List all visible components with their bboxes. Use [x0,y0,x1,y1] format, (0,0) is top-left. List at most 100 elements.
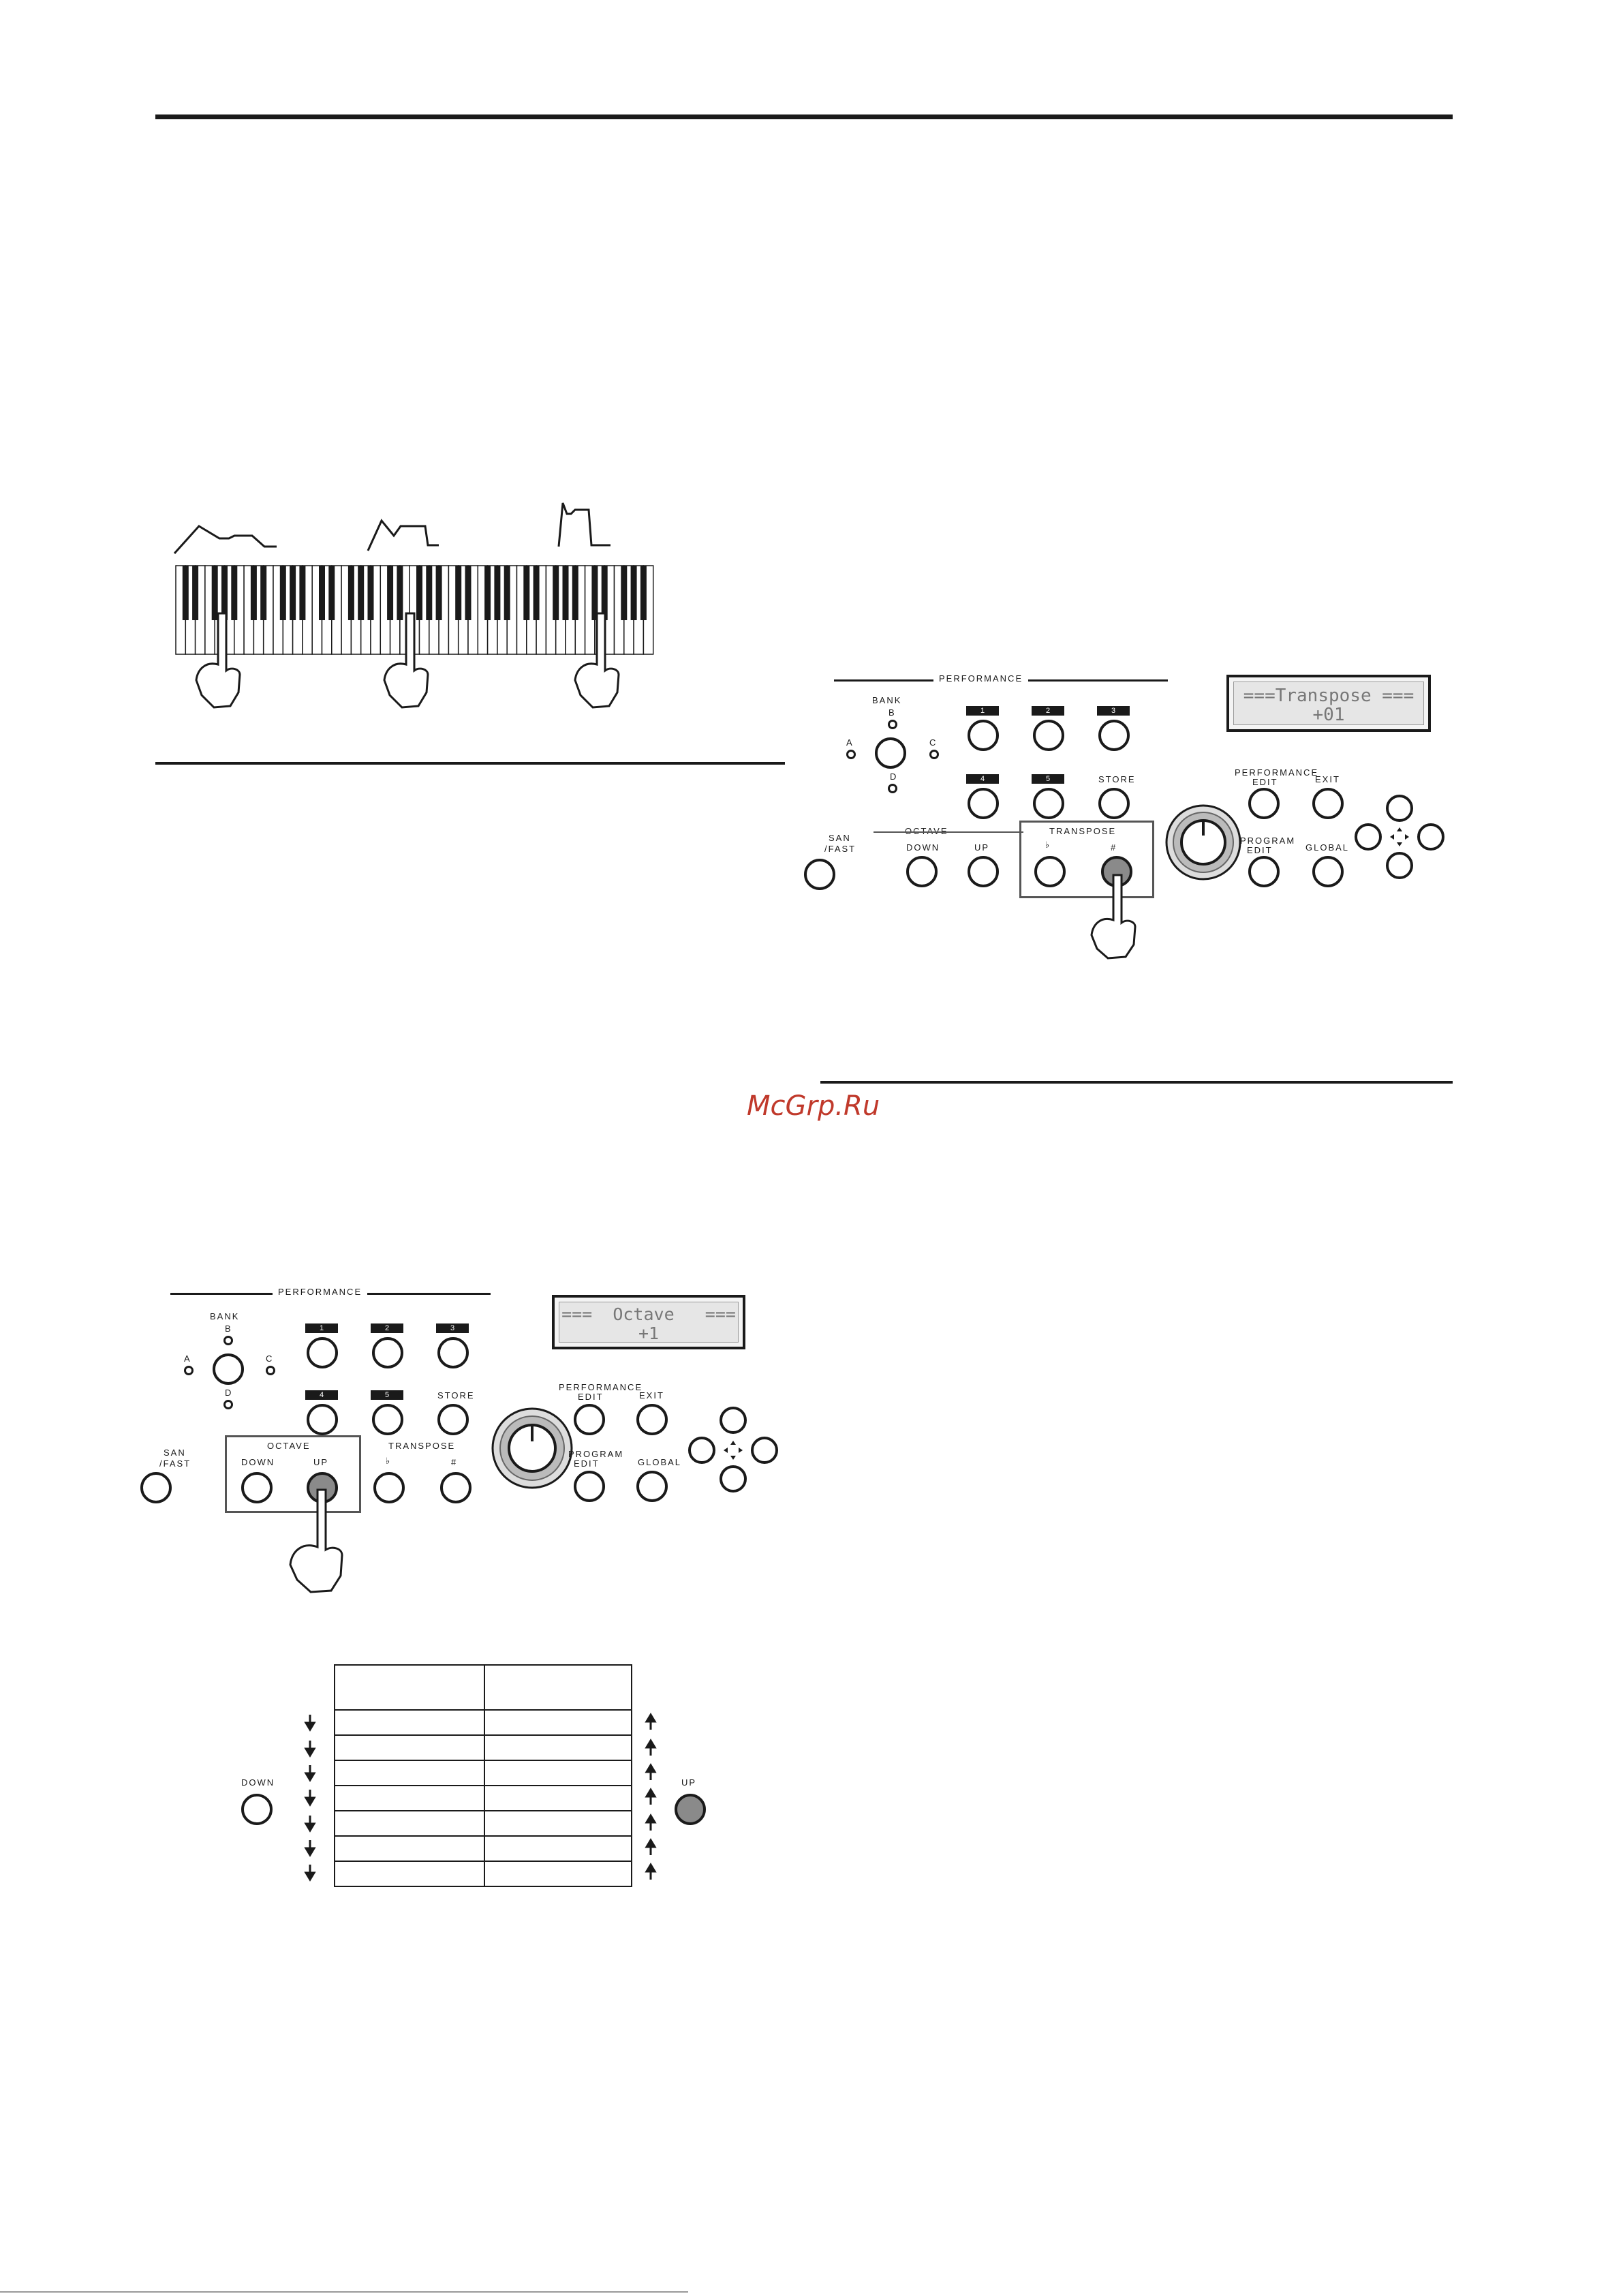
cursor-right-button-2[interactable] [751,1437,778,1464]
prog-2-button[interactable] [1033,720,1064,751]
black-key [221,566,228,620]
envelope-fast [557,502,610,547]
bank-led-a [846,750,856,759]
bank-button-2[interactable] [213,1353,244,1385]
cursor-down-button-2[interactable] [720,1465,747,1493]
octave-up-button[interactable] [968,856,999,887]
prog-3-button[interactable] [1098,720,1130,751]
prog-4-button[interactable] [968,788,999,819]
prog-2-button-2[interactable] [372,1337,403,1368]
cursor-left-button[interactable] [1355,823,1382,851]
cursor-down-button[interactable] [1386,852,1413,879]
black-key [553,566,559,620]
program-edit-label-1: PROGRAM [1240,836,1296,846]
black-key [358,566,365,620]
diagram-down-label: DOWN [241,1777,275,1788]
scan-button-2[interactable] [140,1472,172,1503]
cursor-left-button-2[interactable] [688,1437,715,1464]
prog-5-button-2[interactable] [372,1404,403,1435]
scan-button[interactable] [804,859,835,890]
prog-4-tag: 4 [966,774,999,784]
exit-button-2[interactable] [636,1404,668,1435]
lcd-line-1: ===Transpose === [1243,686,1415,706]
transpose-flat-button-2[interactable] [373,1472,405,1503]
prog-5-button[interactable] [1033,788,1064,819]
transpose-label-2: TRANSPOSE [386,1441,459,1451]
page-bottom-rule [0,2291,688,2293]
bank-led-a-label-2: A [184,1353,191,1364]
transpose-sharp-button-2[interactable] [440,1472,472,1503]
envelope-shapes [173,502,610,555]
pressing-hand-top [1090,874,1137,960]
octave-down-button-2[interactable] [241,1472,273,1503]
black-key [397,566,403,620]
black-key [182,566,189,620]
transpose-panel-figure: PERFORMANCE BANK B A C D 1 2 3 4 5 STORE… [804,668,1444,968]
cursor-up-button-2[interactable] [720,1407,747,1434]
store-button-2[interactable] [437,1404,469,1435]
program-edit-label-1b: PROGRAM [568,1449,624,1459]
envelope-slow [173,525,277,555]
black-key [465,566,472,620]
black-key [591,566,598,620]
octave-down-button[interactable] [906,856,938,887]
program-edit-label-2b: EDIT [574,1458,600,1469]
lcd-line-1b: === Octave === [561,1304,736,1324]
value-dial-2[interactable] [488,1404,576,1493]
bank-led-d [888,784,897,793]
store-button[interactable] [1098,788,1130,819]
dial-knob [1180,819,1226,866]
bank-button[interactable] [875,737,906,769]
cursor-arrows-icon [1390,827,1409,846]
black-key [328,566,335,620]
black-key [347,566,354,620]
bank-led-c-2 [266,1366,275,1375]
prog-1-button[interactable] [968,720,999,751]
cursor-up-button[interactable] [1386,795,1413,822]
lcd-line-2: +01 [1312,705,1345,725]
envelope-medium [367,519,439,551]
bank-led-b-2 [223,1336,233,1345]
exit-button[interactable] [1312,788,1344,819]
prog-1-button-2[interactable] [307,1337,338,1368]
octave-table [334,1664,632,1887]
black-key [250,566,257,620]
bank-led-b-label: B [888,707,896,718]
hand-3-icon [574,612,620,709]
bank-led-d-label-2: D [225,1388,233,1398]
prog-4-tag-2: 4 [305,1390,338,1400]
prog-1-tag-2: 1 [305,1323,338,1333]
performance-edit-button[interactable] [1248,788,1280,819]
black-key [290,566,296,620]
exit-label: EXIT [1315,774,1340,784]
transpose-flat-label: ♭ [1045,840,1051,850]
black-key [260,566,267,620]
value-dial[interactable] [1162,801,1244,883]
octave-label-2: OCTAVE [264,1441,313,1451]
global-button[interactable] [1312,856,1344,887]
octave-line [874,831,1023,833]
program-edit-button-2[interactable] [574,1471,605,1502]
prog-3-button-2[interactable] [437,1337,469,1368]
black-key [416,566,422,620]
octave-down-label: DOWN [906,842,940,853]
program-edit-label-2: EDIT [1247,845,1273,855]
diagram-down-button[interactable] [241,1794,273,1825]
performance-edit-button-2[interactable] [574,1404,605,1435]
diagram-up-button[interactable] [675,1794,706,1825]
octave-up-label: UP [974,842,990,853]
prog-4-button-2[interactable] [307,1404,338,1435]
transpose-flat-label-2: ♭ [386,1456,392,1466]
black-key [435,566,442,620]
transpose-flat-button[interactable] [1034,856,1066,887]
black-key [533,566,540,620]
cursor-right-button[interactable] [1417,823,1444,851]
program-edit-button[interactable] [1248,856,1280,887]
global-button-2[interactable] [636,1471,668,1502]
black-key [367,566,374,620]
bank-led-c-label-2: C [266,1353,274,1364]
black-key [455,566,462,620]
bank-label: BANK [872,695,902,705]
bank-led-b-label-2: B [225,1323,232,1334]
black-key [299,566,306,620]
